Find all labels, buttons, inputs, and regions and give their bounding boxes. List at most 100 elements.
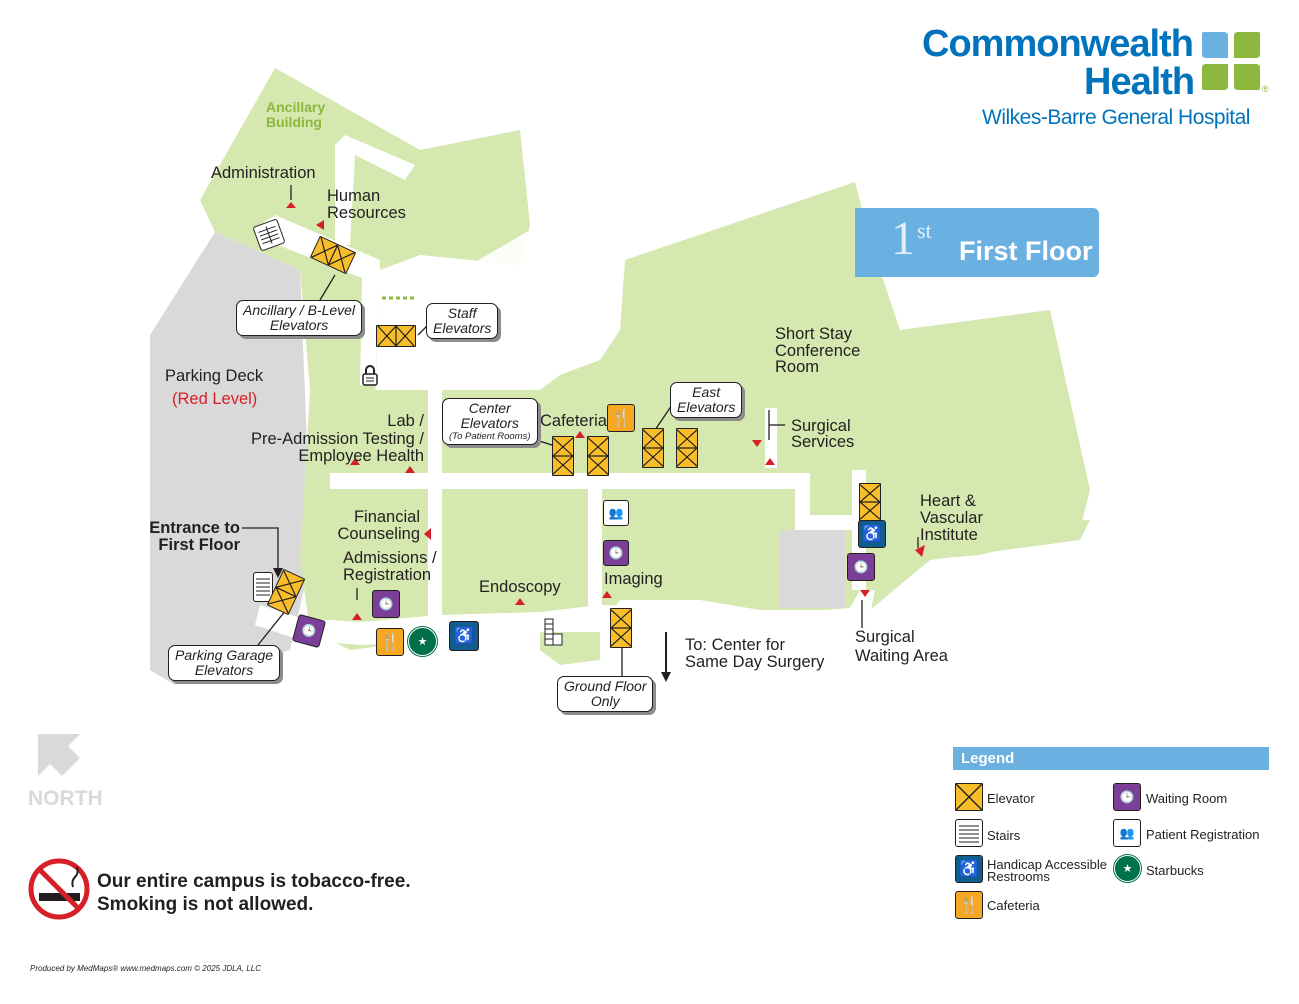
legend-elevator: Elevator xyxy=(987,791,1035,806)
fork-knife-icon: 🍴 xyxy=(955,891,983,919)
to-center-label-2: Same Day Surgery xyxy=(685,653,825,671)
surgical-services-label-2: Services xyxy=(791,433,855,451)
no-smoking-icon xyxy=(28,858,90,920)
elevator-icon xyxy=(610,608,632,648)
corridor-vertical-left xyxy=(428,375,442,625)
wheelchair-icon: ♿ xyxy=(955,855,983,883)
brand-subtitle: Wilkes-Barre General Hospital xyxy=(982,106,1250,129)
admissions-label-2: Registration xyxy=(343,566,432,584)
parking-deck-area xyxy=(150,232,310,685)
legend-waiting: Waiting Room xyxy=(1146,791,1228,806)
waiting-room-icon: 🕒 xyxy=(603,540,629,566)
callout-line: Elevators xyxy=(269,317,329,333)
heart-label-2: Vascular xyxy=(920,509,983,527)
marker-administration xyxy=(286,202,296,208)
corridor-east xyxy=(795,473,870,530)
marker-human-resources xyxy=(316,220,324,230)
registration-icon: 👥 xyxy=(603,500,629,526)
pre-admission-label: Pre-Admission Testing / xyxy=(250,430,424,448)
tobacco-line1: Our entire campus is tobacco-free. xyxy=(97,871,411,892)
elevator-icon xyxy=(676,428,698,468)
marker-imaging xyxy=(602,591,612,598)
legend-starbucks: Starbucks xyxy=(1146,863,1204,878)
waiting-room-icon: 🕒 xyxy=(1113,783,1141,811)
parking-deck-label: Parking Deck xyxy=(165,367,264,385)
surgical-services-label-1: Surgical xyxy=(791,417,851,435)
legend-cafeteria: Cafeteria xyxy=(987,898,1040,913)
corridor-ancillary xyxy=(335,135,415,245)
heart-wing xyxy=(850,470,1090,610)
financial-label-2: Counseling xyxy=(337,525,420,543)
red-level-label: (Red Level) xyxy=(172,390,258,408)
elevator-icon xyxy=(309,235,357,275)
tobacco-line2: Smoking is not allowed. xyxy=(97,894,314,915)
to-center-label-1: To: Center for xyxy=(685,636,785,654)
courtyard xyxy=(525,270,610,360)
stairs-icon xyxy=(253,572,273,602)
marker-surgical-services xyxy=(765,458,775,465)
fork-knife-icon: 🍴 xyxy=(376,628,404,656)
callout-line: Elevators xyxy=(194,662,254,678)
marker-heart xyxy=(915,545,925,557)
surgical-waiting-label-2: Waiting Area xyxy=(855,647,948,665)
credit: Produced by MedMaps® www.medmaps.com © 2… xyxy=(30,964,261,973)
starbucks-icon: ★ xyxy=(408,627,437,656)
callout-line: East xyxy=(692,384,721,400)
corridor-surgical xyxy=(765,408,777,468)
fork-knife-icon: 🍴 xyxy=(607,404,635,432)
marker-cafeteria xyxy=(575,431,585,438)
stairs-icon xyxy=(955,819,983,847)
marker-endoscopy xyxy=(515,598,525,605)
financial-label-1: Financial xyxy=(353,508,420,526)
brand-registered: ® xyxy=(1262,84,1269,94)
callout-line: (To Patient Rooms) xyxy=(449,431,531,442)
brand-leaf-icon xyxy=(1202,32,1260,90)
brand-name-line1: Commonwealth xyxy=(922,23,1194,65)
legend-title: Legend xyxy=(953,747,1269,770)
north-arrow-icon xyxy=(38,734,80,776)
employee-health-label: Employee Health xyxy=(298,447,424,465)
parking-garage-elevators-callout: Parking Garage Elevators xyxy=(168,645,281,681)
registration-icon: 👥 xyxy=(1113,819,1141,847)
center-elevators-callout: Center Elevators (To Patient Rooms) xyxy=(442,398,538,445)
stairs-icon xyxy=(544,618,564,646)
wheelchair-icon: ♿ xyxy=(449,621,479,651)
down-arrow-head xyxy=(661,672,671,682)
callout-line: Staff xyxy=(447,305,477,321)
ground-floor-callout: Ground Floor Only xyxy=(557,676,654,712)
floor-badge: 1 st First Floor xyxy=(855,208,1099,277)
legend-handicap-2: Restrooms xyxy=(987,869,1050,884)
lock-icon xyxy=(362,364,378,386)
administration-label: Administration xyxy=(211,164,316,182)
brand-name-line2: Health xyxy=(1084,61,1195,103)
cafeteria-label: Cafeteria xyxy=(540,412,607,430)
floor-label: First Floor xyxy=(959,236,1093,266)
wheelchair-icon: ♿ xyxy=(858,520,886,548)
corridor-bottom xyxy=(255,590,875,645)
entrance-arrow xyxy=(273,568,283,578)
waiting-room-icon: 🕒 xyxy=(372,590,400,618)
legend: Legend Elevator Stairs ♿ Handicap Access… xyxy=(953,747,1269,927)
elevator-icon xyxy=(955,783,983,811)
corridor-vertical-mid xyxy=(588,478,602,628)
floor-number: 1 xyxy=(891,212,915,265)
callout-line: Elevators xyxy=(677,399,736,415)
endoscopy-label: Endoscopy xyxy=(479,578,561,596)
marker-lab-mid xyxy=(405,466,415,473)
callout-line: Ground Floor xyxy=(564,678,647,694)
surgical-waiting-label-1: Surgical xyxy=(855,628,915,646)
callout-line: Only xyxy=(590,693,620,709)
callout-line: Elevators xyxy=(433,320,492,336)
room-label: Room xyxy=(775,358,820,376)
conference-label: Conference xyxy=(775,342,861,360)
staff-elevators-callout: Staff Elevators xyxy=(426,303,499,339)
marker-financial xyxy=(424,528,431,540)
entrance-label-2: First Floor xyxy=(158,536,240,554)
ancillary-building xyxy=(200,68,530,400)
elevator-icon xyxy=(859,483,881,521)
east-elevators-callout: East Elevators xyxy=(670,382,743,418)
waiting-room-icon: 🕒 xyxy=(847,553,875,581)
marker-surgical-waiting xyxy=(860,590,870,597)
marker-lab xyxy=(350,458,360,465)
short-stay-label: Short Stay xyxy=(775,325,853,343)
